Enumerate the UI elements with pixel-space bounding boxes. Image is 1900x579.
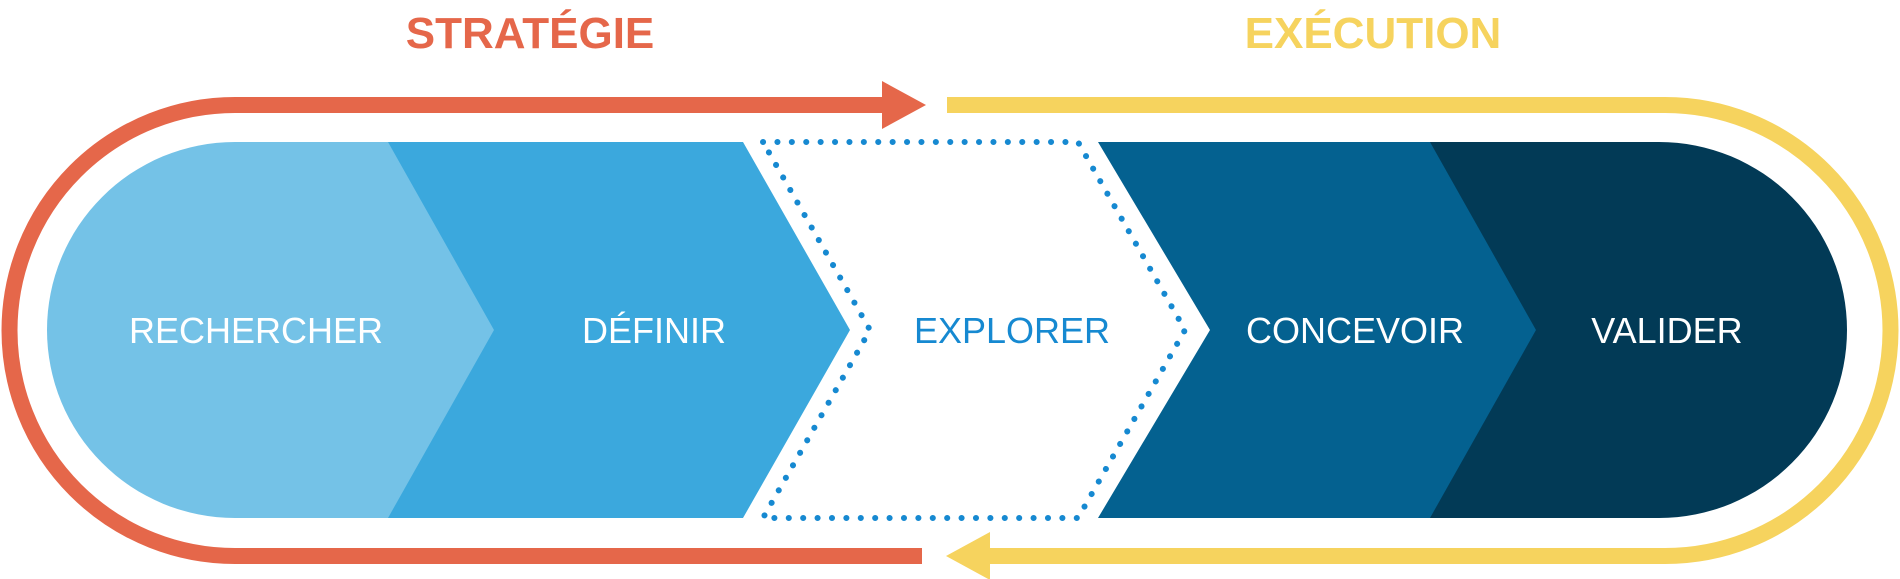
stage-explorer-shape[interactable] bbox=[757, 139, 1189, 521]
stage-valider-shape[interactable] bbox=[1430, 142, 1847, 518]
stage-rechercher-label: RECHERCHER bbox=[129, 310, 383, 351]
strategy-phase-title: STRATÉGIE bbox=[406, 8, 655, 58]
stage-concevoir-shape[interactable] bbox=[1098, 142, 1538, 518]
stage-rechercher-shape[interactable] bbox=[47, 142, 496, 518]
execution-track bbox=[947, 97, 1899, 564]
execution-phase-title: EXÉCUTION bbox=[1245, 8, 1502, 58]
stage-concevoir-label: CONCEVOIR bbox=[1246, 310, 1464, 351]
stage-definir-label: DÉFINIR bbox=[582, 310, 726, 351]
stage-definir-shape[interactable] bbox=[388, 142, 850, 518]
strategy-track bbox=[1, 97, 922, 564]
stage-explorer-label: EXPLORER bbox=[914, 310, 1110, 351]
stage-valider-label: VALIDER bbox=[1591, 310, 1742, 351]
execution-arrowhead-icon bbox=[946, 532, 990, 579]
strategy-arrowhead-icon bbox=[882, 81, 926, 129]
